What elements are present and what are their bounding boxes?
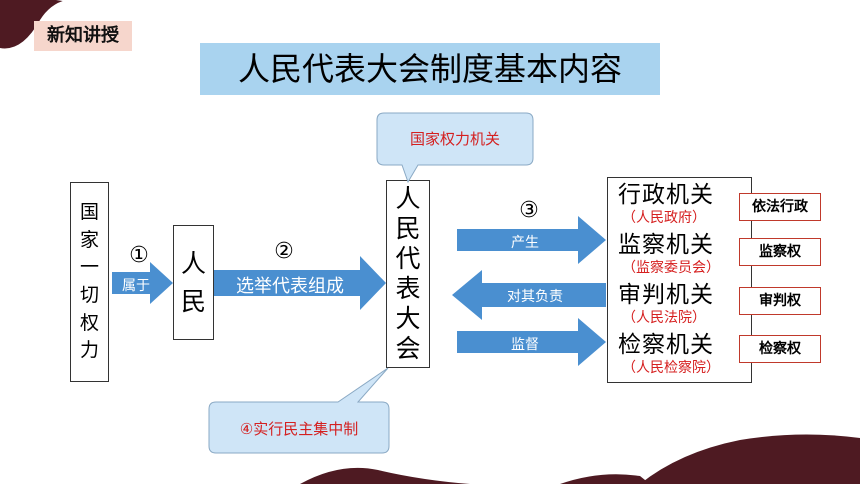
organ-procuratorial: 检察机关 （人民检察院）	[618, 332, 748, 377]
box-char: 民	[395, 214, 421, 243]
organ-supervisory: 监察机关 （监察委员会）	[618, 232, 748, 277]
box-char: 家	[79, 228, 99, 251]
organ-name: 行政机关	[618, 182, 714, 208]
callout-democratic-centralism: ④实行民主集中制	[239, 420, 359, 438]
supervise-label: 监督	[511, 337, 539, 353]
box-char: 代	[395, 244, 421, 273]
section-tag: 新知讲授	[34, 21, 132, 51]
organ-sub: （监察委员会）	[622, 260, 720, 276]
box-char: 表	[395, 274, 421, 303]
state-organs-box: 行政机关 （人民政府） 监察机关 （监察委员会） 审判机关 （人民法院） 检察机…	[607, 177, 752, 383]
organ-administrative: 行政机关 （人民政府）	[618, 182, 748, 227]
organ-judicial: 审判机关 （人民法院）	[618, 282, 748, 327]
organ-sub: （人民政府）	[622, 210, 706, 226]
box-char: 会	[395, 334, 421, 363]
box-char: 民	[180, 286, 206, 316]
box-char: 力	[79, 339, 99, 362]
elect-number: ②	[274, 239, 294, 264]
box-char: 一	[79, 256, 99, 279]
organ-name: 监察机关	[618, 232, 714, 258]
organ-sub: （人民检察院）	[622, 360, 720, 376]
callout-state-power-organ: 国家权力机关	[409, 130, 500, 148]
belong-number: ①	[129, 243, 149, 268]
box-char: 权	[79, 311, 99, 334]
power-procuratorial-box: 检察权	[739, 335, 821, 363]
organ-name: 检察机关	[618, 332, 714, 358]
power-supervision-box: 监察权	[739, 238, 821, 266]
elect-label: 选举代表组成	[236, 276, 344, 297]
power-admin-box: 依法行政	[739, 193, 821, 221]
state-power-box: 国 家 一 切 权 力	[70, 182, 109, 382]
produce-label: 产生	[511, 235, 539, 251]
organ-name: 审判机关	[618, 282, 714, 308]
box-char: 人	[180, 249, 206, 278]
box-char: 大	[395, 304, 421, 333]
box-char: 人	[395, 184, 421, 213]
page-title: 人民代表大会制度基本内容	[200, 43, 660, 95]
organ-sub: （人民法院）	[622, 310, 706, 326]
box-char: 切	[79, 284, 99, 306]
box-char: 国	[79, 201, 99, 224]
power-judicial-box: 审判权	[739, 287, 821, 315]
npc-box: 人 民 代 表 大 会	[386, 180, 430, 368]
produce-number: ③	[519, 198, 539, 223]
responsible-label: 对其负责	[507, 289, 563, 305]
people-box: 人 民	[173, 225, 214, 340]
belong-label: 属于	[122, 278, 150, 294]
